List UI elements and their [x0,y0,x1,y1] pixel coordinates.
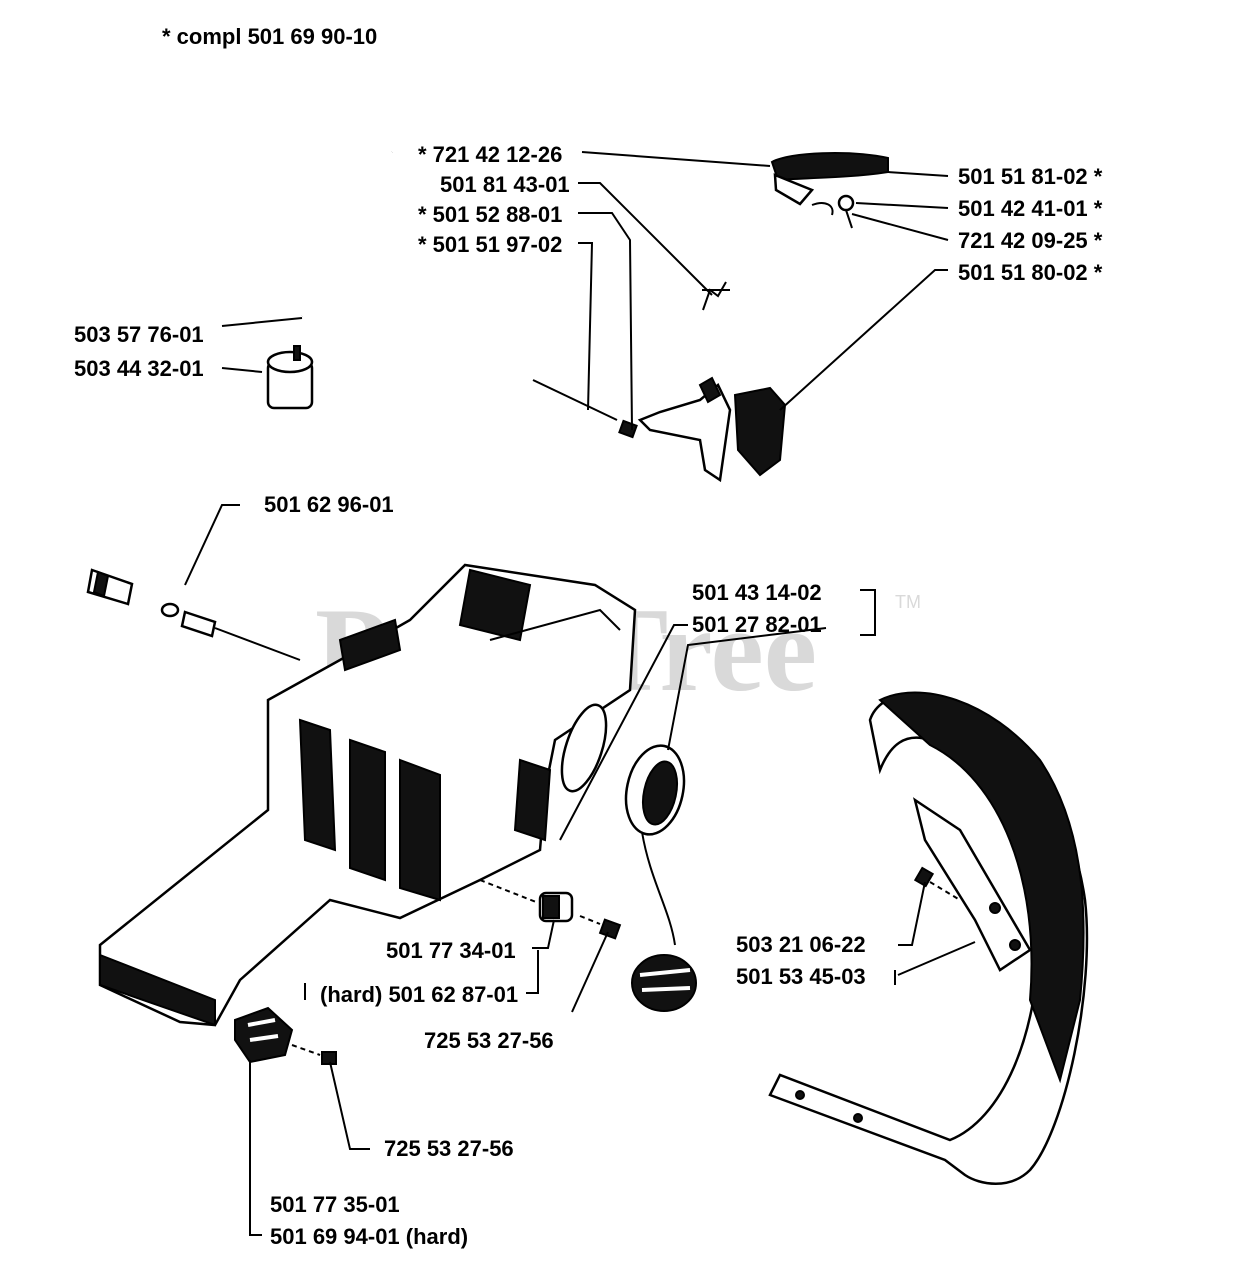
spring-clip-part [702,281,730,311]
label-725-53-27-56-lower: 725 53 27-56 [384,1136,514,1161]
front-handle-part [768,691,1089,1185]
label-501-77-35-01: 501 77 35-01 [270,1192,400,1217]
label-501-27-82-01: 501 27 82-01 [692,612,822,637]
label-501-77-34-01: 501 77 34-01 [386,938,516,963]
label-hard-501-62-87-01: (hard) 501 62 87-01 [320,982,518,1007]
label-501-52-88-01: * 501 52 88-01 [418,202,562,227]
label-501-51-80-02: 501 51 80-02 * [958,260,1103,285]
label-503-21-06-22: 503 21 06-22 [736,932,866,957]
throttle-trigger-part [532,376,787,483]
label-725-53-27-56-upper: 725 53 27-56 [424,1028,554,1053]
label-721-42-09-25: 721 42 09-25 * [958,228,1103,253]
leader-lines [184,151,976,1236]
watermark-trademark: TM [895,592,921,612]
av-buffer-lower-part [234,1006,337,1065]
label-501-81-43-01: 501 81 43-01 [440,172,570,197]
label-503-44-32-01: 503 44 32-01 [74,356,204,381]
fuel-cap-part [624,744,697,1012]
o-ring-part [560,703,608,793]
label-501-53-45-03: 501 53 45-03 [736,964,866,989]
label-501-43-14-02: 501 43 14-02 [692,580,822,605]
header-note: * compl 501 69 90-10 [162,24,377,49]
tank-housing-part [98,563,637,1027]
fuel-filter-part [266,345,314,410]
label-501-51-81-02: 501 51 81-02 * [958,164,1103,189]
label-503-57-76-01: 503 57 76-01 [74,322,204,347]
av-buffer-part [479,879,622,940]
label-501-51-97-02: * 501 51 97-02 [418,232,562,257]
label-501-69-94-01-hard: 501 69 94-01 (hard) [270,1224,468,1249]
handle-tube-part [86,568,301,661]
label-721-42-12-26: * 721 42 12-26 [418,142,562,167]
label-501-42-41-01: 501 42 41-01 * [958,196,1103,221]
throttle-lockout-part [770,152,889,229]
label-501-62-96-01: 501 62 96-01 [264,492,394,517]
